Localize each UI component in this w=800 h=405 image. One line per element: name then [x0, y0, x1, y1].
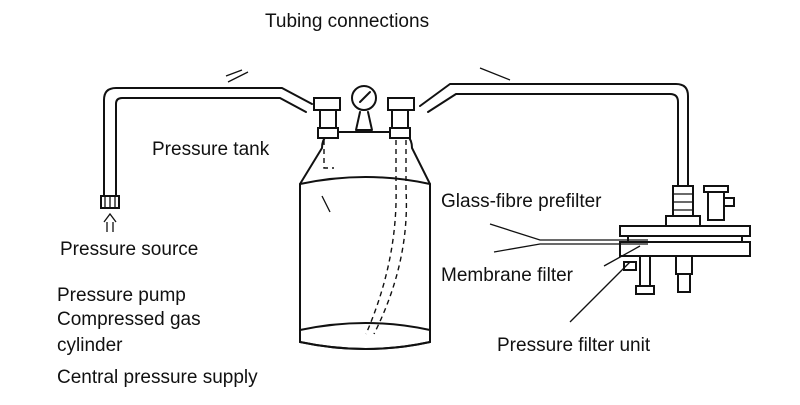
- pressure-pump-label: Pressure pump: [57, 285, 186, 306]
- compressed-gas-label: Compressed gas: [57, 309, 201, 330]
- leader-lines: [489, 223, 648, 323]
- cylinder-label: cylinder: [57, 335, 123, 356]
- pressure-tank-label: Pressure tank: [152, 139, 270, 160]
- tubing-connections-label: Tubing connections: [265, 11, 430, 32]
- pressure-source-label: Pressure source: [60, 239, 199, 260]
- pressure-filter-unit-label: Pressure filter unit: [497, 335, 651, 356]
- central-pressure-supply-label: Central pressure supply: [57, 367, 258, 388]
- left-tubing: [103, 69, 313, 199]
- pressure-source-connector: [100, 195, 120, 232]
- pressure-filter-unit: [619, 185, 751, 295]
- pressure-tank: [299, 85, 431, 350]
- membrane-filter-label: Membrane filter: [441, 265, 573, 286]
- right-tubing: [419, 67, 689, 189]
- glass-fibre-prefilter-label: Glass-fibre prefilter: [441, 191, 602, 212]
